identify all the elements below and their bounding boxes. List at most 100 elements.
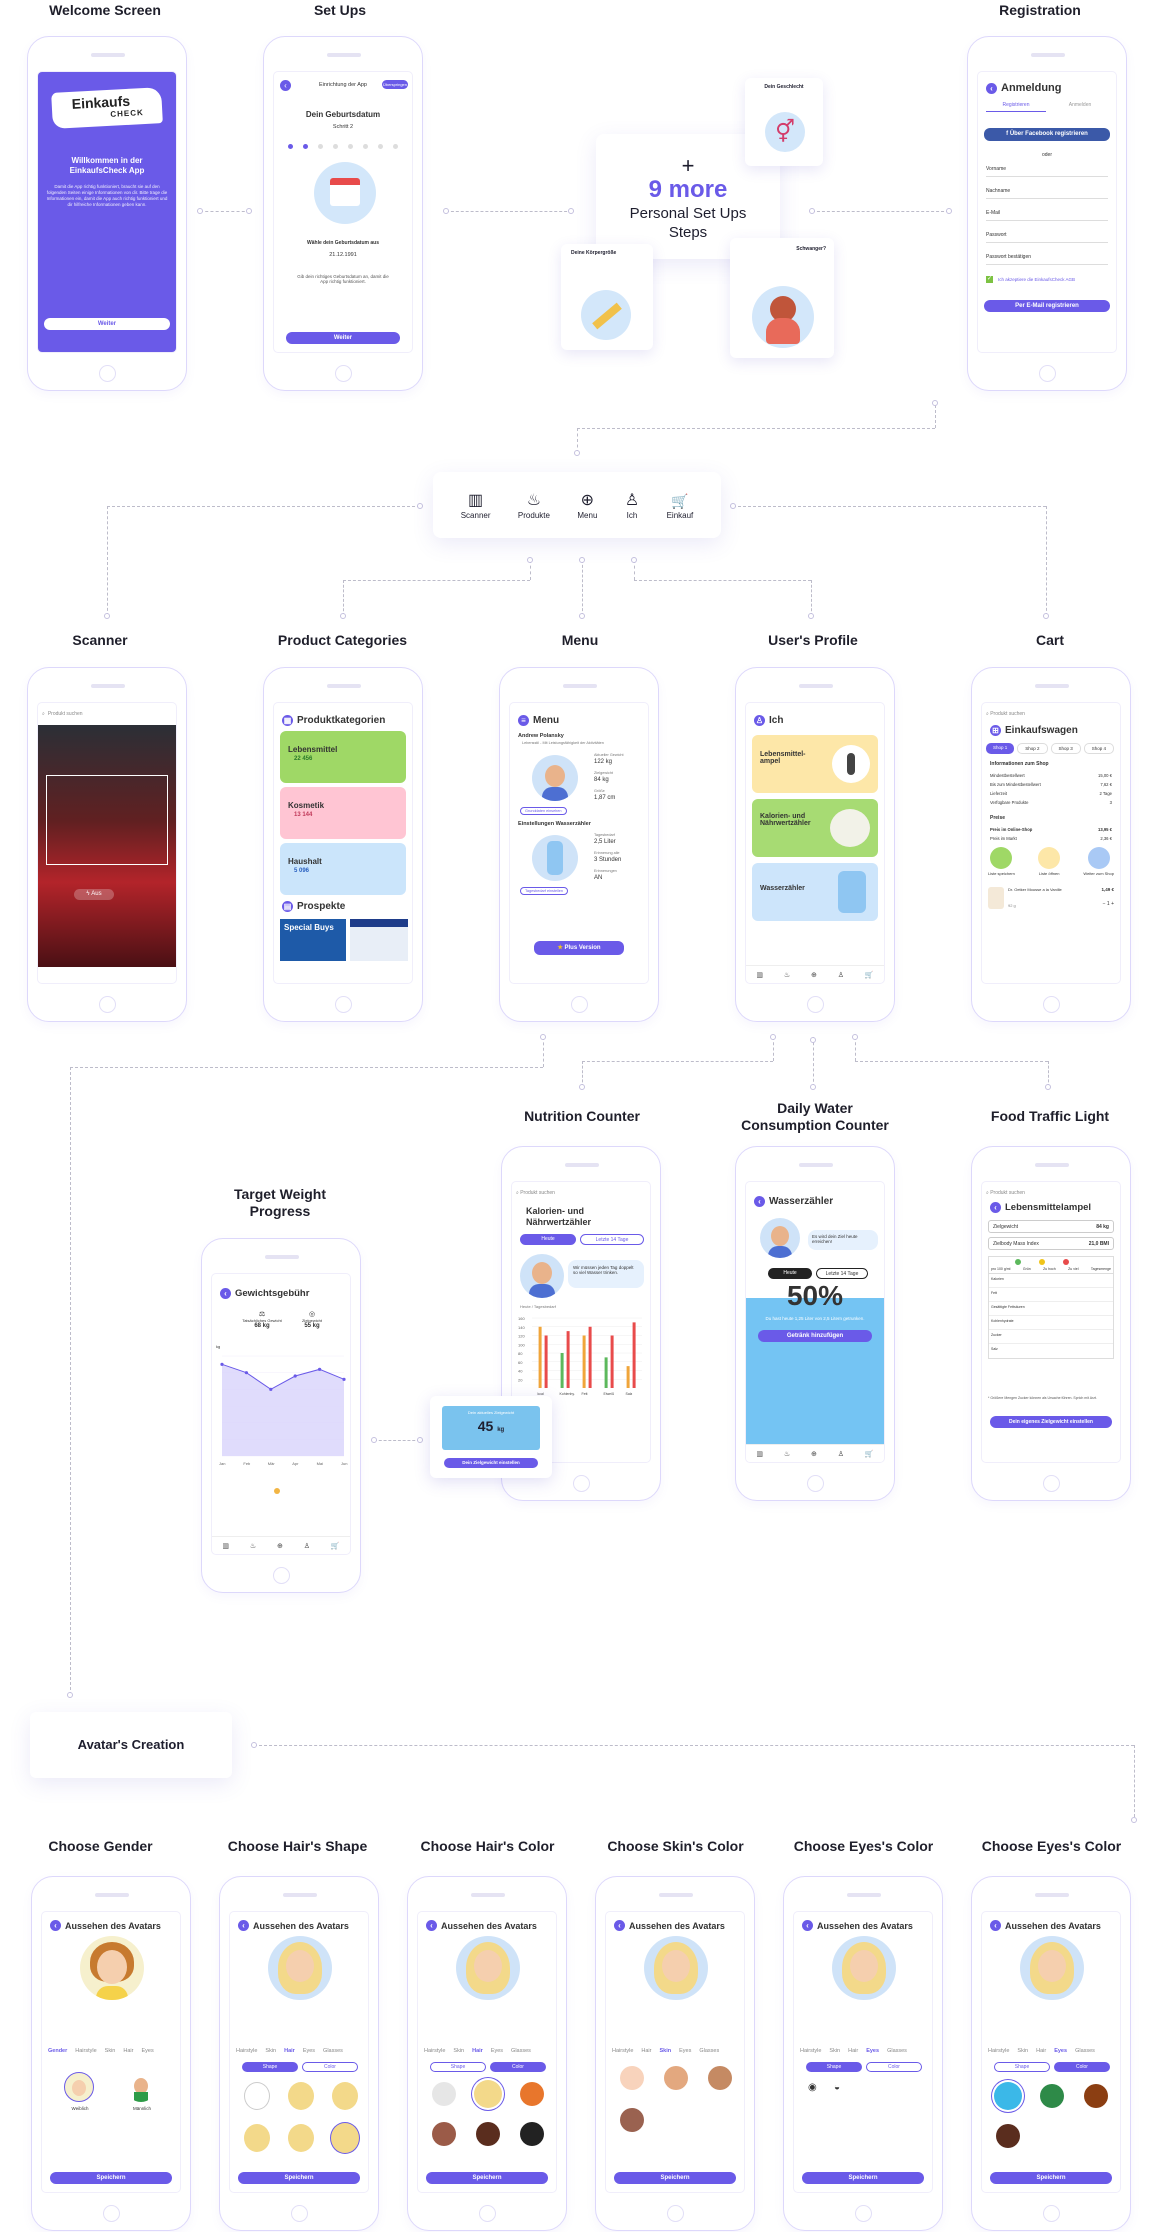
tab-gender[interactable]: Gender [48, 2048, 68, 2054]
color-toggle[interactable]: Color [302, 2062, 358, 2072]
tab-me[interactable]: ♙ [303, 1542, 311, 1550]
eye-shape-option[interactable]: ◉ [808, 2082, 817, 2093]
shop-tab[interactable]: Shop 4 [1083, 743, 1115, 754]
tab-hair[interactable]: Hair [123, 2048, 134, 2054]
tab-cart[interactable]: 🛒 [864, 1450, 874, 1458]
save-button[interactable]: Speichern [802, 2172, 924, 2184]
tab-cart[interactable]: 🛒 [864, 971, 874, 979]
tab-products[interactable]: ♨ [783, 1450, 791, 1458]
facebook-button[interactable]: f Über Facebook registrieren [984, 128, 1110, 141]
hair-option[interactable] [244, 2124, 270, 2152]
tab-scanner[interactable]: ▥ [756, 971, 764, 979]
back-icon[interactable]: ‹ [990, 1920, 1001, 1931]
shop-tab[interactable]: Shop 2 [1017, 743, 1048, 754]
hair-option[interactable] [244, 2082, 270, 2110]
tab-register[interactable]: Registrieren [986, 102, 1046, 112]
save-button[interactable]: Speichern [614, 2172, 736, 2184]
tab-today[interactable]: Heute [768, 1268, 812, 1279]
profile-water-counter[interactable]: Wasserzähler [752, 863, 878, 921]
tab-eyes[interactable]: Eyes [141, 2048, 154, 2054]
tab-login[interactable]: Anmelden [1068, 102, 1092, 108]
back-icon[interactable]: ‹ [50, 1920, 61, 1931]
tab-skin[interactable]: Skin [104, 2048, 116, 2054]
continue-button[interactable]: Weiter [44, 318, 170, 330]
date-value[interactable]: 21.12.1991 [329, 252, 357, 258]
nav-cart[interactable]: 🛒Einkauf [666, 492, 694, 520]
last-name-field[interactable]: Nachname [986, 188, 1108, 199]
email-register-button[interactable]: Per E-Mail registrieren [984, 300, 1110, 312]
hair-option[interactable] [288, 2124, 314, 2152]
edit-data-button[interactable]: Grunddaten einsehen [520, 807, 567, 815]
back-icon[interactable]: ‹ [802, 1920, 813, 1931]
skip-button[interactable]: Überspringen [382, 80, 408, 89]
search-input[interactable]: ⌕Produkt suchen [42, 711, 83, 717]
tab-me[interactable]: ♙ [837, 1450, 845, 1458]
shop-tab[interactable]: Shop 1 [986, 743, 1015, 754]
profile-calorie-counter[interactable]: Kalorien- und Nährwertzähler [752, 799, 878, 857]
save-button[interactable]: Speichern [990, 2172, 1112, 2184]
eye-color[interactable] [1040, 2084, 1064, 2108]
tab-menu[interactable]: ⊕ [811, 1450, 817, 1458]
tab-products[interactable]: ♨ [783, 971, 791, 979]
nav-profile[interactable]: ♙Ich [624, 491, 640, 520]
shape-toggle[interactable]: Shape [242, 2062, 298, 2072]
search-input[interactable]: ⌕ Produkt suchen [516, 1190, 555, 1196]
open-list-button[interactable]: Liste öffnen [1038, 847, 1061, 876]
set-target-button[interactable]: Dein eigenes Zielgewicht einstellen [990, 1416, 1112, 1428]
male-option[interactable] [126, 2072, 156, 2102]
save-button[interactable]: Speichern [238, 2172, 360, 2184]
nav-scanner[interactable]: ▥Scanner [460, 491, 491, 520]
eye-shape-option[interactable]: ◒ [834, 2082, 841, 2093]
back-icon[interactable]: ‹ [990, 1202, 1001, 1213]
tab-menu[interactable]: ⊕ [811, 971, 817, 979]
set-target-button[interactable]: Dein Zielgewicht einstellen [444, 1458, 538, 1468]
skin-swatch[interactable] [620, 2066, 644, 2090]
color-toggle[interactable]: Color [866, 2062, 922, 2072]
plus-version-button[interactable]: ★ Plus Version [534, 941, 624, 955]
nav-menu[interactable]: ⊕Menu [577, 491, 598, 520]
back-icon[interactable]: ‹ [754, 1196, 765, 1207]
female-option[interactable] [64, 2072, 94, 2102]
eye-color[interactable] [996, 2124, 1020, 2148]
skin-swatch[interactable] [708, 2066, 732, 2090]
confirm-password-field[interactable]: Passwort bestätigen [986, 254, 1108, 265]
flyer-1[interactable]: Special Buys [280, 919, 346, 961]
shop-tab[interactable]: Shop 3 [1050, 743, 1081, 754]
first-name-field[interactable]: Vorname [986, 166, 1108, 177]
add-drink-button[interactable]: Getränk hinzufügen [758, 1330, 872, 1342]
continue-button[interactable]: Weiter [286, 332, 400, 344]
tab-cart[interactable]: 🛒 [330, 1542, 340, 1550]
quantity-stepper[interactable]: − 1 + [1102, 901, 1114, 907]
save-list-button[interactable]: Liste speichern [988, 847, 1015, 876]
hair-option[interactable] [332, 2082, 358, 2110]
eye-color-selected[interactable] [994, 2082, 1022, 2110]
tab-scanner[interactable]: ▥ [222, 1542, 230, 1550]
nav-products[interactable]: ♨Produkte [517, 491, 550, 520]
back-icon[interactable]: ‹ [280, 80, 291, 91]
color-swatch[interactable] [432, 2082, 456, 2106]
color-swatch[interactable] [520, 2122, 544, 2146]
color-swatch[interactable] [520, 2082, 544, 2106]
password-field[interactable]: Passwort [986, 232, 1108, 243]
eye-color[interactable] [1084, 2084, 1108, 2108]
tab-14-days[interactable]: Letzte 14 Tage [580, 1234, 644, 1245]
set-need-button[interactable]: Tagesbedarf einstellen [520, 887, 568, 895]
agb-checkbox[interactable]: ✓ [986, 276, 993, 283]
shape-toggle[interactable]: Shape [806, 2062, 862, 2072]
back-icon[interactable]: ‹ [614, 1920, 625, 1931]
back-icon[interactable]: ‹ [426, 1920, 437, 1931]
tab-products[interactable]: ♨ [249, 1542, 257, 1550]
shape-toggle[interactable]: Shape [994, 2062, 1050, 2072]
color-swatch[interactable] [476, 2122, 500, 2146]
color-swatch-selected[interactable] [474, 2080, 502, 2108]
color-toggle[interactable]: Color [490, 2062, 546, 2072]
tab-hairstyle[interactable]: Hairstyle [75, 2048, 97, 2054]
tab-scanner[interactable]: ▥ [756, 1450, 764, 1458]
skin-swatch[interactable] [620, 2108, 644, 2132]
tab-today[interactable]: Heute [520, 1234, 576, 1245]
